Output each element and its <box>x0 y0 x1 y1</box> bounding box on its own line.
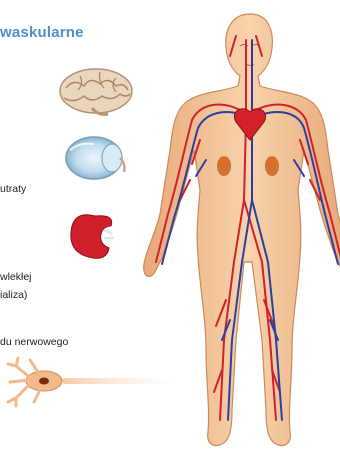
eye-icon <box>66 137 125 179</box>
brain-icon <box>60 69 132 114</box>
kidney-icon <box>71 215 114 259</box>
nerve-cell-icon <box>8 358 192 406</box>
